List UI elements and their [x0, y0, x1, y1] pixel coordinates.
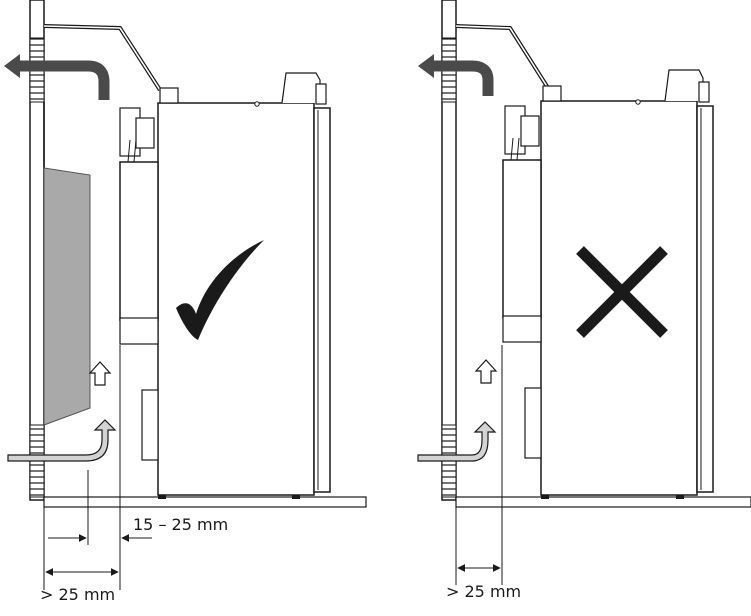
- intake-arrow-right: [417, 421, 497, 462]
- connection-box-left: [119, 107, 159, 461]
- exhaust-arrow-left: [18, 60, 110, 100]
- min-25-label-left: > 25 mm: [40, 585, 116, 604]
- exhaust-arrow-right: [432, 60, 494, 96]
- dimension-right: [455, 345, 503, 585]
- airflow-up-arrow-right: [474, 359, 498, 384]
- floor-right: [455, 496, 751, 508]
- gap-15-25-label: 15 – 25 mm: [133, 515, 229, 534]
- check-mark-icon: [176, 240, 264, 340]
- inverter-left: [157, 72, 331, 499]
- incorrect-installation: [417, 0, 751, 585]
- intake-arrow-left: [7, 419, 117, 462]
- correct-installation: [4, 0, 367, 590]
- floor-left: [43, 496, 367, 508]
- obstruction-panel: [43, 167, 91, 426]
- min-25-label-right: > 25 mm: [446, 582, 522, 601]
- connection-box-right: [502, 105, 542, 459]
- cross-mark-icon: [576, 246, 668, 338]
- airflow-up-arrow-left: [88, 361, 112, 386]
- wall-right: [441, 0, 457, 501]
- dimension-left: [43, 345, 152, 590]
- mounting-bracket-right: [455, 24, 550, 90]
